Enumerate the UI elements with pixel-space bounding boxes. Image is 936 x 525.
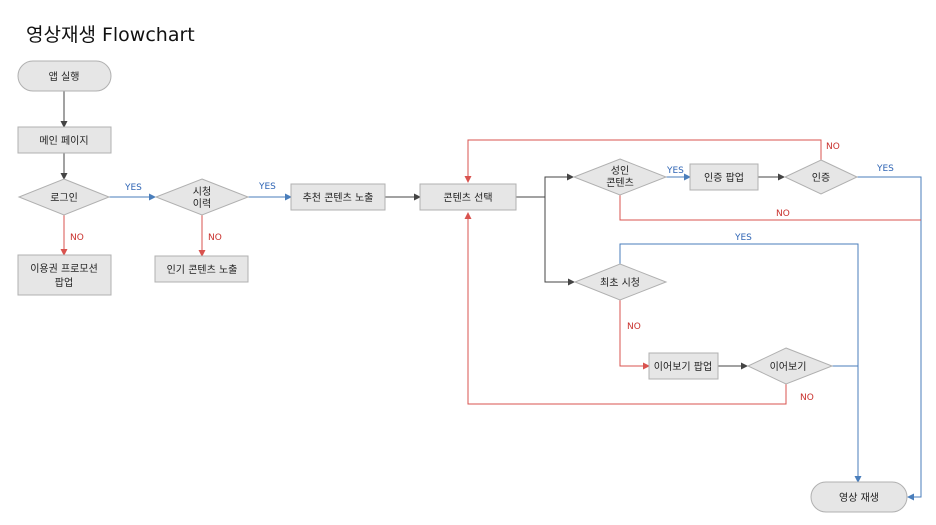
node-content-select	[419, 183, 517, 211]
node-pass-promo-popup	[17, 254, 112, 296]
label-first-no: NO	[627, 322, 641, 332]
text-auth: 인증	[812, 172, 830, 184]
edge-auth-fail-no	[464, 139, 822, 183]
node-recommended-content	[290, 183, 386, 211]
label-resume-no: NO	[800, 393, 814, 403]
node-video-play	[810, 481, 908, 513]
text-pass-promo-popup-line1: 이용권 프로모션	[30, 263, 98, 275]
text-video-play: 영상 재생	[839, 492, 879, 504]
edge-split-to-adult	[544, 173, 574, 197]
label-auth-yes: YES	[876, 164, 894, 174]
label-login-no: NO	[70, 233, 84, 243]
edge-split-to-first	[544, 197, 575, 286]
node-popular-content	[154, 255, 249, 283]
text-resume: 이어보기	[770, 361, 807, 373]
connectors	[60, 91, 922, 501]
text-resume-popup: 이어보기 팝업	[654, 360, 712, 373]
text-auth-popup: 인증 팝업	[704, 171, 744, 184]
label-adult-yes: YES	[666, 166, 684, 176]
edge-adult-no	[619, 195, 921, 221]
text-watch-history-line1: 시청	[193, 186, 211, 198]
edge-auth-yes	[857, 176, 922, 501]
label-history-no: NO	[208, 233, 222, 243]
node-login-decision	[17, 178, 111, 216]
node-labels: 앱 실행 메인 페이지 로그인 이용권 프로모션 팝업 시청 이력 인기 콘텐츠…	[30, 71, 879, 504]
text-watch-history-line2: 이력	[193, 198, 211, 210]
text-login: 로그인	[50, 192, 78, 204]
node-first-watch-decision	[573, 263, 668, 301]
text-adult-content-line1: 성인	[611, 165, 629, 177]
text-first-watch: 최초 시청	[600, 277, 640, 289]
node-auth-popup	[689, 163, 759, 191]
nodes	[17, 60, 908, 513]
node-auth-decision	[783, 159, 859, 195]
node-main-page	[17, 126, 112, 154]
node-resume-decision	[746, 347, 834, 385]
edge-first-yes	[619, 243, 862, 483]
label-login-yes: YES	[124, 183, 142, 193]
text-pass-promo-popup-line2: 팝업	[55, 276, 73, 289]
label-adult-no: NO	[776, 209, 790, 219]
text-recommended-content: 추천 콘텐츠 노출	[303, 192, 374, 204]
text-adult-content-line2: 콘텐츠	[606, 177, 634, 189]
label-first-yes: YES	[734, 233, 752, 243]
node-app-launch	[17, 60, 112, 92]
node-resume-popup	[648, 352, 719, 380]
edge-first-no	[619, 300, 650, 370]
text-content-select: 콘텐츠 선택	[443, 192, 492, 204]
label-history-yes: YES	[258, 182, 276, 192]
text-popular-content: 인기 콘텐츠 노출	[167, 264, 238, 276]
node-history-decision	[154, 178, 250, 216]
edge-resume-no	[464, 212, 787, 405]
node-adult-decision	[572, 158, 668, 196]
text-main-page: 메인 페이지	[39, 135, 88, 147]
text-app-launch: 앱 실행	[49, 71, 80, 83]
edge-labels: YES NO YES NO YES YES NO NO YES NO NO	[70, 142, 894, 403]
label-auth-fail-no: NO	[826, 142, 840, 152]
page-title: 영상재생 Flowchart	[26, 24, 195, 46]
